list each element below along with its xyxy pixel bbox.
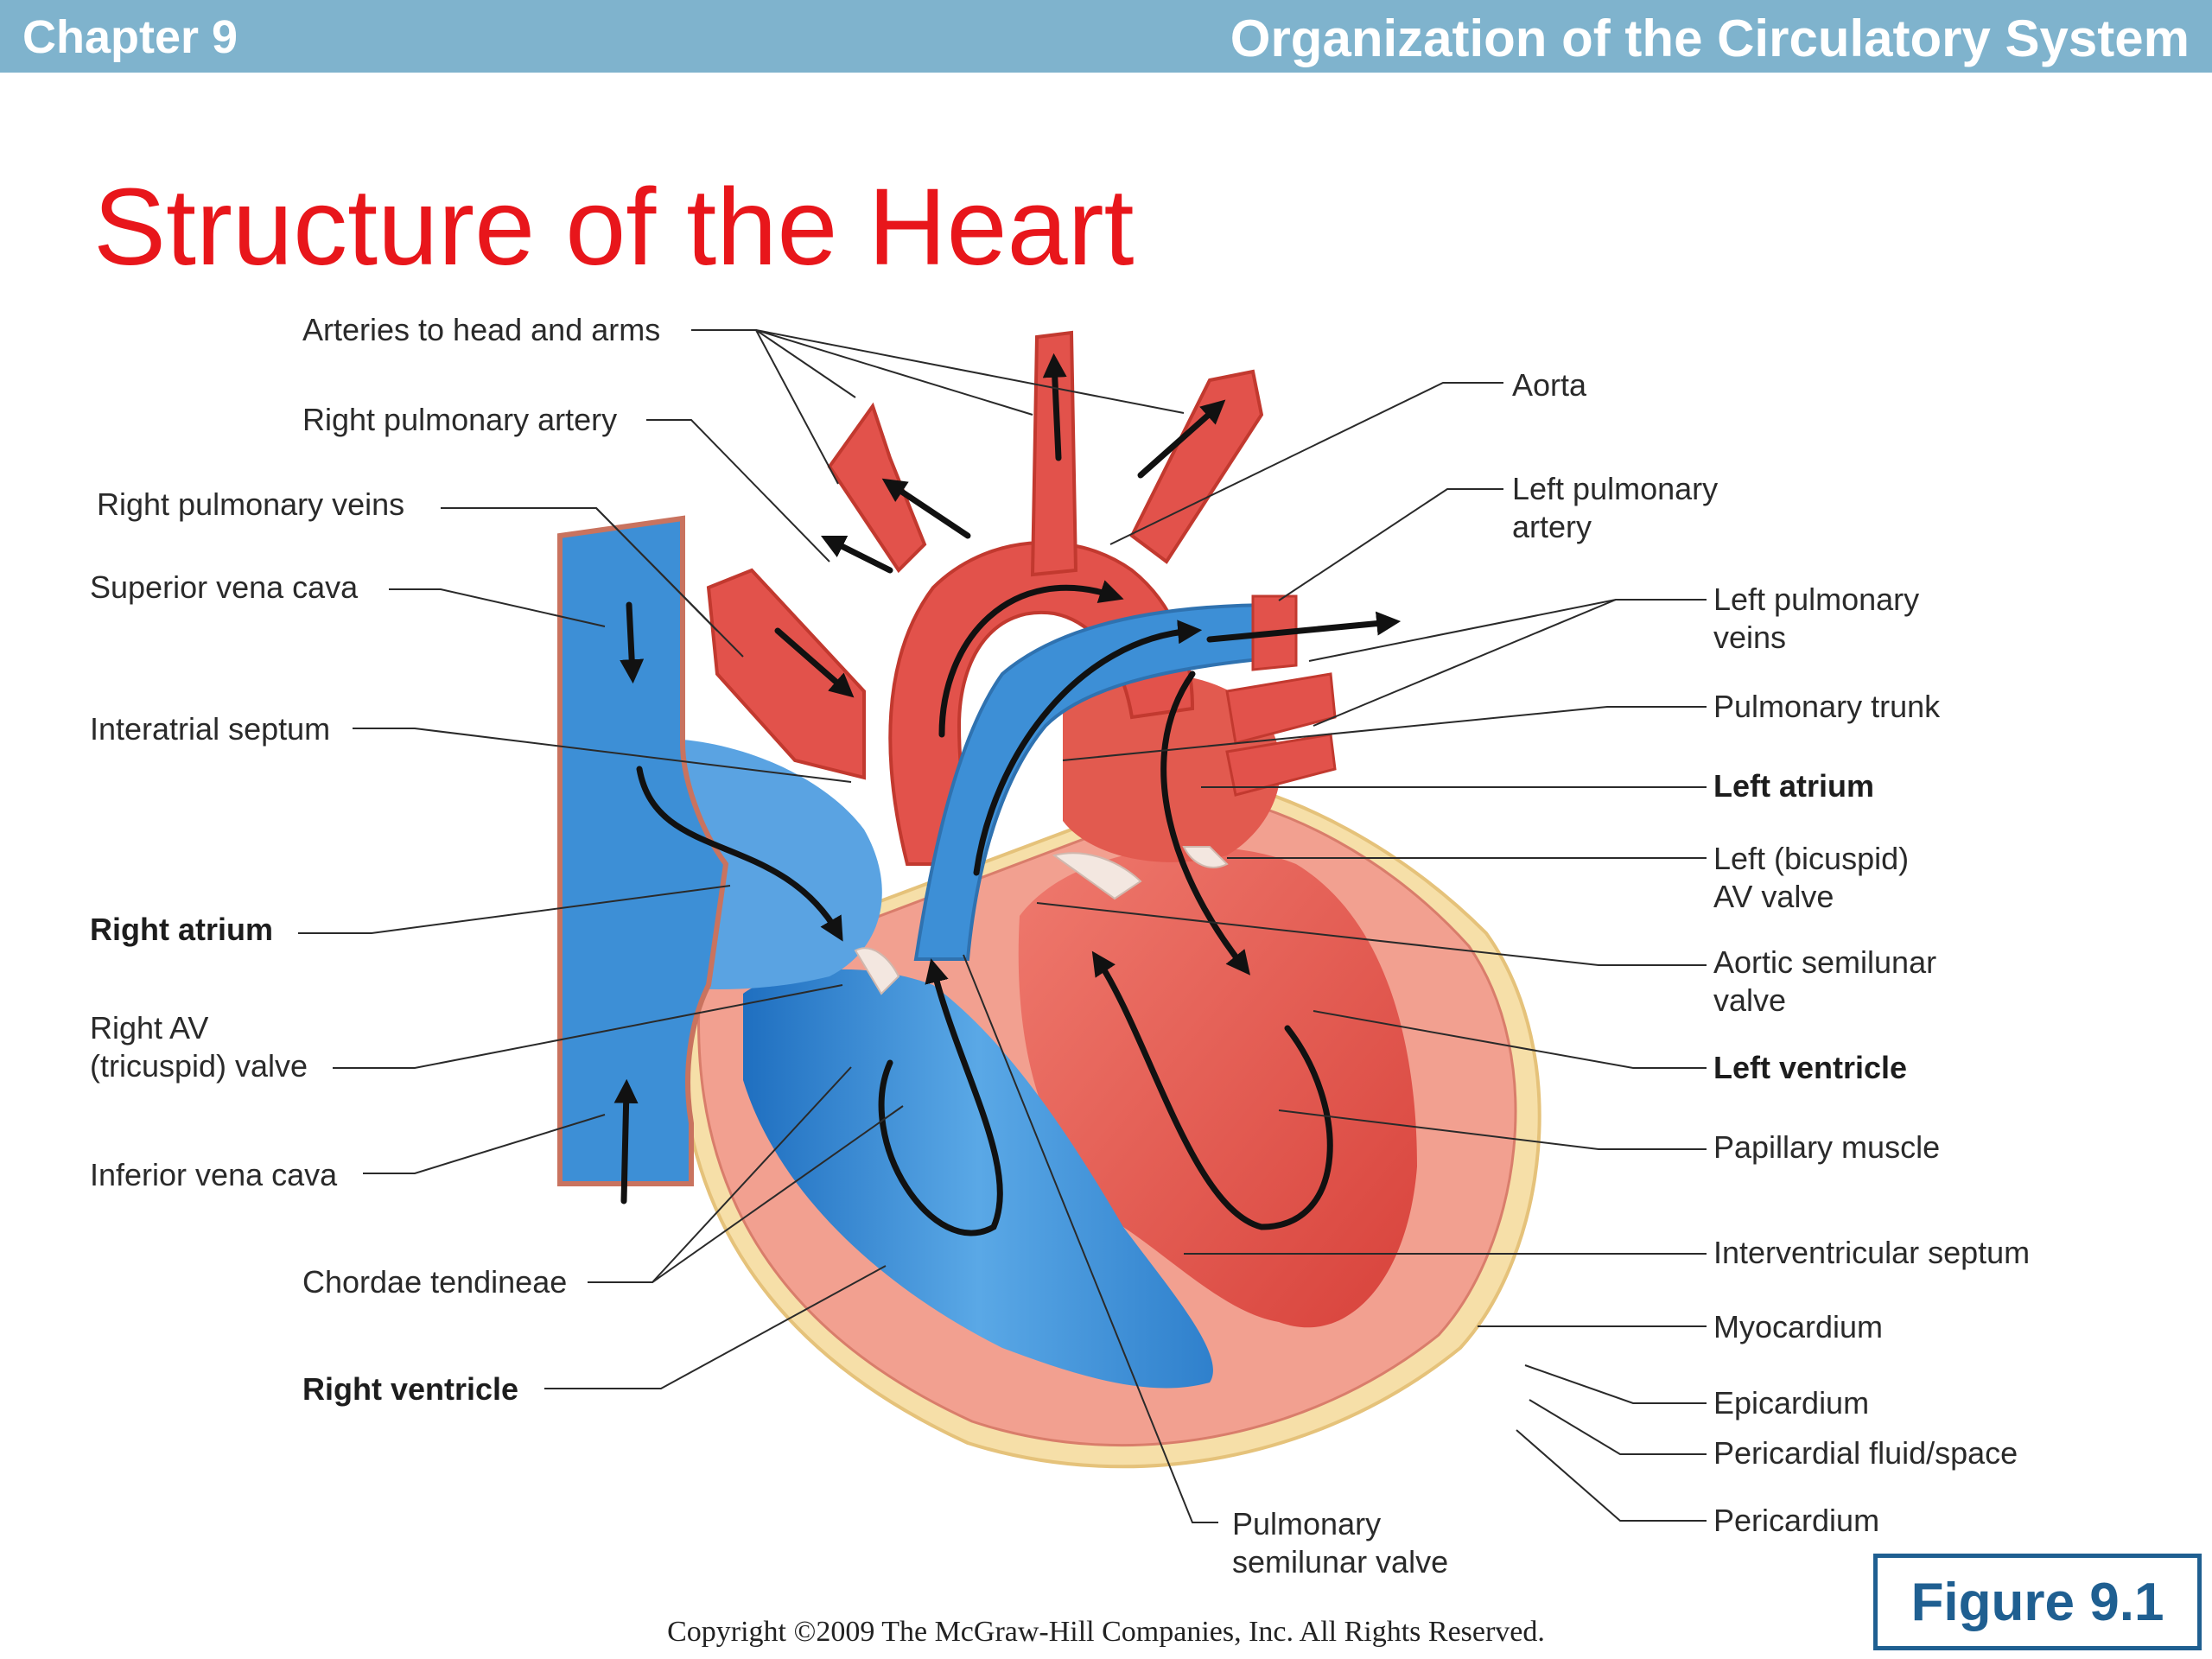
head-arteries-shape — [827, 330, 1264, 577]
flow-arrow-aorta — [938, 580, 1124, 738]
label-arteries-head-arms: Arteries to head and arms — [302, 312, 660, 347]
label-left-pulmonary-artery-line1: Left pulmonary — [1512, 471, 1718, 506]
label-right-ventricle: Right ventricle — [302, 1371, 518, 1407]
label-pulmonary-trunk: Pulmonary trunk — [1713, 689, 1941, 724]
flow-arrow-head-2 — [1042, 353, 1067, 461]
flow-arrow-svc — [620, 601, 645, 684]
left-atrium-shape — [1063, 674, 1281, 862]
label-right-atrium: Right atrium — [90, 912, 273, 947]
label-interatrial-septum: Interatrial septum — [90, 711, 330, 747]
label-myocardium: Myocardium — [1713, 1309, 1883, 1344]
label-right-av-valve-line2: (tricuspid) valve — [90, 1048, 308, 1084]
label-left-ventricle: Left ventricle — [1713, 1050, 1907, 1085]
flow-arrow-pulmonary-trunk — [973, 620, 1203, 876]
slide-title: Structure of the Heart — [93, 166, 1135, 288]
flow-arrow-head-3 — [1137, 399, 1226, 479]
chapter-label: Chapter 9 — [22, 11, 238, 63]
leader-lines-right — [1036, 382, 1707, 1522]
label-papillary-muscle: Papillary muscle — [1713, 1129, 1940, 1165]
header-title: Organization of the Circulatory System — [1230, 10, 2190, 67]
label-pericardium: Pericardium — [1713, 1503, 1879, 1538]
label-aorta: Aorta — [1512, 367, 1587, 403]
flow-arrow-lv-loop — [1091, 950, 1333, 1230]
leader-lines-left — [298, 329, 1218, 1523]
label-right-pulmonary-artery: Right pulmonary artery — [302, 402, 617, 437]
right-pulmonary-veins-shape — [706, 568, 866, 780]
flow-arrow-ra — [636, 766, 843, 942]
label-left-pulmonary-artery-line2: artery — [1512, 509, 1592, 544]
flow-arrow-la — [1160, 671, 1250, 976]
flow-arrow-rv-loop — [878, 958, 1003, 1236]
flow-arrow-head-1 — [881, 478, 971, 539]
label-pulmonary-semilunar-line1: Pulmonary — [1232, 1506, 1381, 1541]
flow-arrow-left-pa — [1206, 611, 1402, 643]
left-ventricle-shape — [1018, 847, 1417, 1328]
label-inferior-vena-cava: Inferior vena cava — [90, 1157, 338, 1192]
label-left-bicuspid-line1: Left (bicuspid) — [1713, 841, 1909, 876]
valve-shapes — [854, 846, 1229, 995]
label-aortic-semilunar-line1: Aortic semilunar — [1713, 944, 1936, 980]
vena-cava-shape — [557, 515, 729, 1186]
label-left-pulmonary-veins-line1: Left pulmonary — [1713, 582, 1919, 617]
label-pulmonary-semilunar-line2: semilunar valve — [1232, 1544, 1448, 1580]
label-chordae-tendineae: Chordae tendineae — [302, 1264, 567, 1300]
label-aortic-semilunar-line2: valve — [1713, 982, 1786, 1018]
header-bar — [0, 0, 2212, 73]
label-left-bicuspid-line2: AV valve — [1713, 879, 1834, 914]
figure-label: Figure 9.1 — [1873, 1554, 2202, 1650]
flow-arrow-rpv — [774, 627, 855, 698]
label-epicardium: Epicardium — [1713, 1385, 1869, 1421]
label-right-av-valve-line1: Right AV — [90, 1010, 208, 1046]
label-pericardial-fluid: Pericardial fluid/space — [1713, 1435, 2018, 1471]
flow-arrow-ivc — [613, 1078, 639, 1205]
flow-arrow-right-pa — [820, 535, 893, 574]
label-interventricular-septum: Interventricular septum — [1713, 1235, 2030, 1270]
label-left-pulmonary-veins-line2: veins — [1713, 620, 1786, 655]
label-superior-vena-cava: Superior vena cava — [90, 569, 359, 605]
copyright-notice: Copyright ©2009 The McGraw-Hill Companie… — [667, 1616, 1545, 1648]
label-right-pulmonary-veins: Right pulmonary veins — [97, 486, 404, 522]
label-left-atrium: Left atrium — [1713, 768, 1874, 804]
